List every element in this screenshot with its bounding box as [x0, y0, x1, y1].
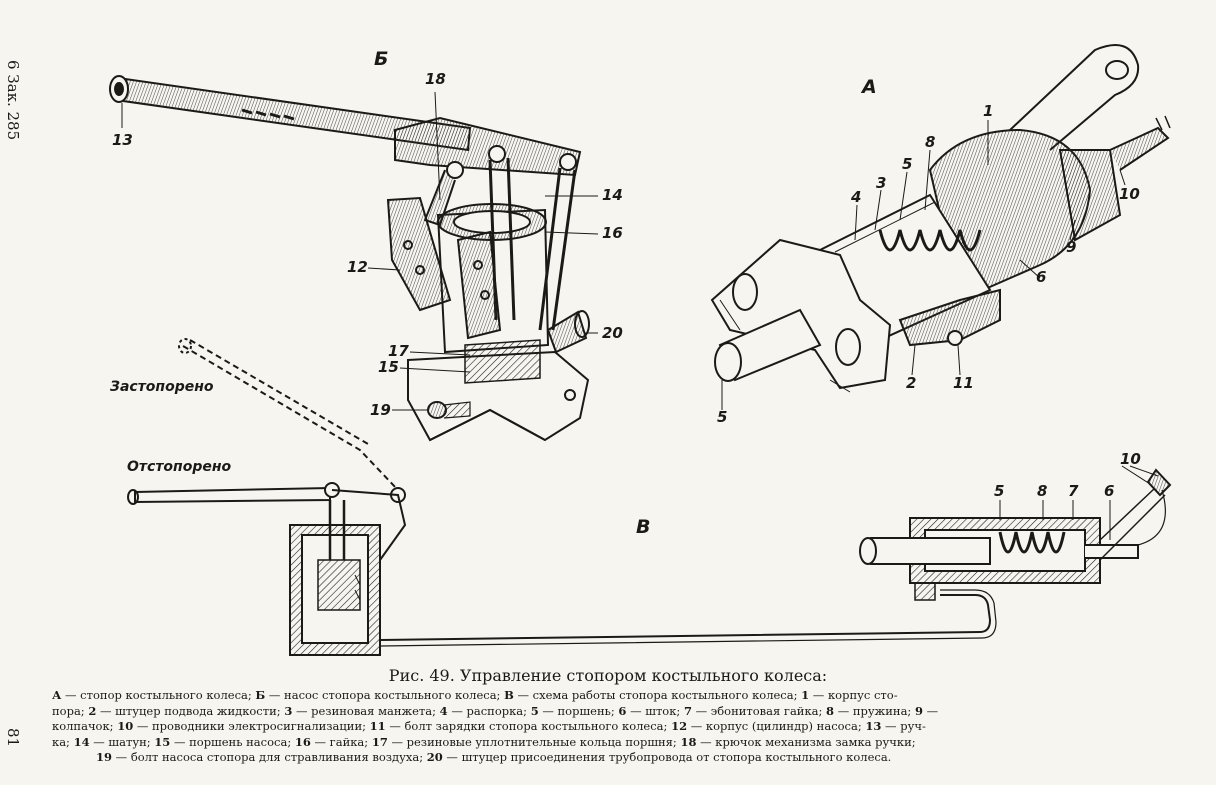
legend-item-number: 18 — [680, 734, 697, 749]
legend-item-number: 13 — [865, 719, 882, 733]
legend-item-text: — шатун; — [89, 734, 155, 749]
page-number: 81 — [4, 728, 22, 748]
legend-item-number: 20 — [426, 750, 443, 764]
legend-item-text: — стопор костыльного колеса; — [61, 688, 256, 702]
legend-item-text: — болт насоса стопора для стравливания в… — [112, 750, 427, 764]
legend-item-number: 11 — [369, 719, 386, 733]
section-label-a: А — [862, 76, 877, 98]
legend-item-text: — пружина; — [834, 703, 915, 718]
legend-row: пора; 2 — штуцер подвода жидкости; 3 — р… — [52, 704, 1202, 720]
callout-6: 6 — [1036, 268, 1047, 286]
legend-item-number: В — [504, 688, 514, 702]
callout-3: 3 — [876, 174, 887, 192]
section-label-v: В — [636, 516, 651, 538]
callout-5: 5 — [902, 155, 913, 173]
legend-item-text: — проводники электросигнализации; — [133, 719, 370, 733]
section-label-b: Б — [374, 48, 389, 70]
legend-item-number: 14 — [73, 734, 90, 749]
legend-item-text: — распорка; — [447, 703, 531, 718]
scheme-callout-5: 5 — [994, 482, 1005, 500]
legend-item-number: Б — [255, 688, 266, 702]
legend-item-text: — корпус (цилиндр) насоса; — [687, 719, 866, 733]
scheme-callout-10: 10 — [1120, 450, 1141, 468]
legend-item-text: ка; — [52, 734, 74, 749]
legend-item-text: колпачок; — [52, 719, 118, 733]
legend-item-text: — схема работы стопора костыльного колес… — [513, 688, 802, 702]
scheme-drawing — [127, 338, 1172, 656]
callout-13: 13 — [112, 131, 133, 149]
legend-item-text: — резиновые уплотнительные кольца поршня… — [387, 734, 681, 749]
legend-item-number: А — [52, 688, 62, 702]
callout-9: 9 — [1066, 238, 1077, 256]
callout-18: 18 — [425, 70, 446, 88]
legend-item-text: — гайка; — [310, 734, 372, 749]
figure-caption-title: Рис. 49. Управление стопором костыльного… — [388, 666, 828, 685]
legend-item-number: 3 — [284, 703, 293, 718]
pump-drawing — [109, 75, 599, 442]
legend-row: колпачок; 10 — проводники электросигнали… — [52, 719, 1202, 735]
legend-item-text: — поршень насоса; — [170, 734, 295, 749]
callout-5-rod: 5 — [717, 408, 728, 426]
callout-10: 10 — [1119, 185, 1140, 203]
legend-item-number: 7 — [683, 703, 692, 718]
callout-16: 16 — [602, 224, 623, 242]
legend-item-number: 4 — [439, 703, 448, 718]
figure-legend: А — стопор костыльного колеса; Б — насос… — [52, 688, 1202, 766]
callout-4: 4 — [851, 188, 862, 206]
scheme-callout-7: 7 — [1068, 482, 1079, 500]
legend-item-number: 2 — [88, 703, 97, 718]
callout-19: 19 — [370, 401, 391, 419]
legend-item-number: 8 — [826, 703, 835, 718]
legend-row: 19 — болт насоса стопора для стравливани… — [52, 750, 1202, 766]
legend-item-number: 16 — [294, 734, 311, 749]
legend-item-number: 19 — [96, 750, 113, 764]
legend-item-text: — болт зарядки стопора костыльного колес… — [385, 719, 672, 733]
scheme-callout-6: 6 — [1104, 482, 1115, 500]
legend-item-number: 1 — [801, 688, 810, 702]
state-label-unlocked: Отстопорено — [127, 459, 232, 475]
legend-item-number: 10 — [117, 719, 134, 733]
legend-item-text: — штуцер присоединения трубопровода от с… — [442, 750, 892, 764]
legend-item-text: — корпус сто- — [809, 688, 898, 702]
technical-drawing — [109, 44, 1172, 656]
legend-row: ка; 14 — шатун; 15 — поршень насоса; 16 … — [52, 735, 1202, 751]
legend-item-text: — эбонитовая гайка; — [691, 703, 827, 718]
callout-15: 15 — [378, 358, 399, 376]
legend-item-text: — поршень; — [538, 703, 619, 718]
legend-item-text: — штуцер подвода жидкости; — [96, 703, 285, 718]
legend-item-number: 17 — [371, 734, 388, 749]
callout-8: 8 — [925, 133, 936, 151]
legend-item-number: 5 — [530, 703, 539, 718]
legend-item-number: 12 — [671, 719, 688, 733]
legend-item-text: — резиновая манжета; — [292, 703, 440, 718]
callout-17: 17 — [388, 342, 409, 360]
side-note: 6 Зак. 285 — [4, 60, 22, 141]
legend-item-number: 15 — [154, 734, 171, 749]
legend-item-text: — крючок механизма замка ручки; — [696, 734, 916, 749]
scheme-callout-8: 8 — [1037, 482, 1048, 500]
callout-2: 2 — [906, 374, 917, 392]
callout-20: 20 — [602, 324, 623, 342]
callout-1: 1 — [983, 102, 994, 120]
legend-item-text: — насос стопора костыльного колеса; — [265, 688, 505, 702]
legend-row: А — стопор костыльного колеса; Б — насос… — [52, 688, 1202, 704]
legend-item-text: — шток; — [626, 703, 684, 718]
callout-14: 14 — [602, 186, 623, 204]
state-label-locked: Застопорено — [110, 379, 214, 395]
legend-item-number: 9 — [914, 703, 923, 718]
legend-item-number: 6 — [618, 703, 627, 718]
callout-11: 11 — [953, 374, 974, 392]
legend-item-text: пора; — [52, 703, 89, 718]
legend-item-text: — — [922, 703, 939, 718]
legend-item-text: — руч- — [881, 719, 926, 733]
callout-12: 12 — [347, 258, 368, 276]
lock-drawing — [710, 44, 1171, 410]
